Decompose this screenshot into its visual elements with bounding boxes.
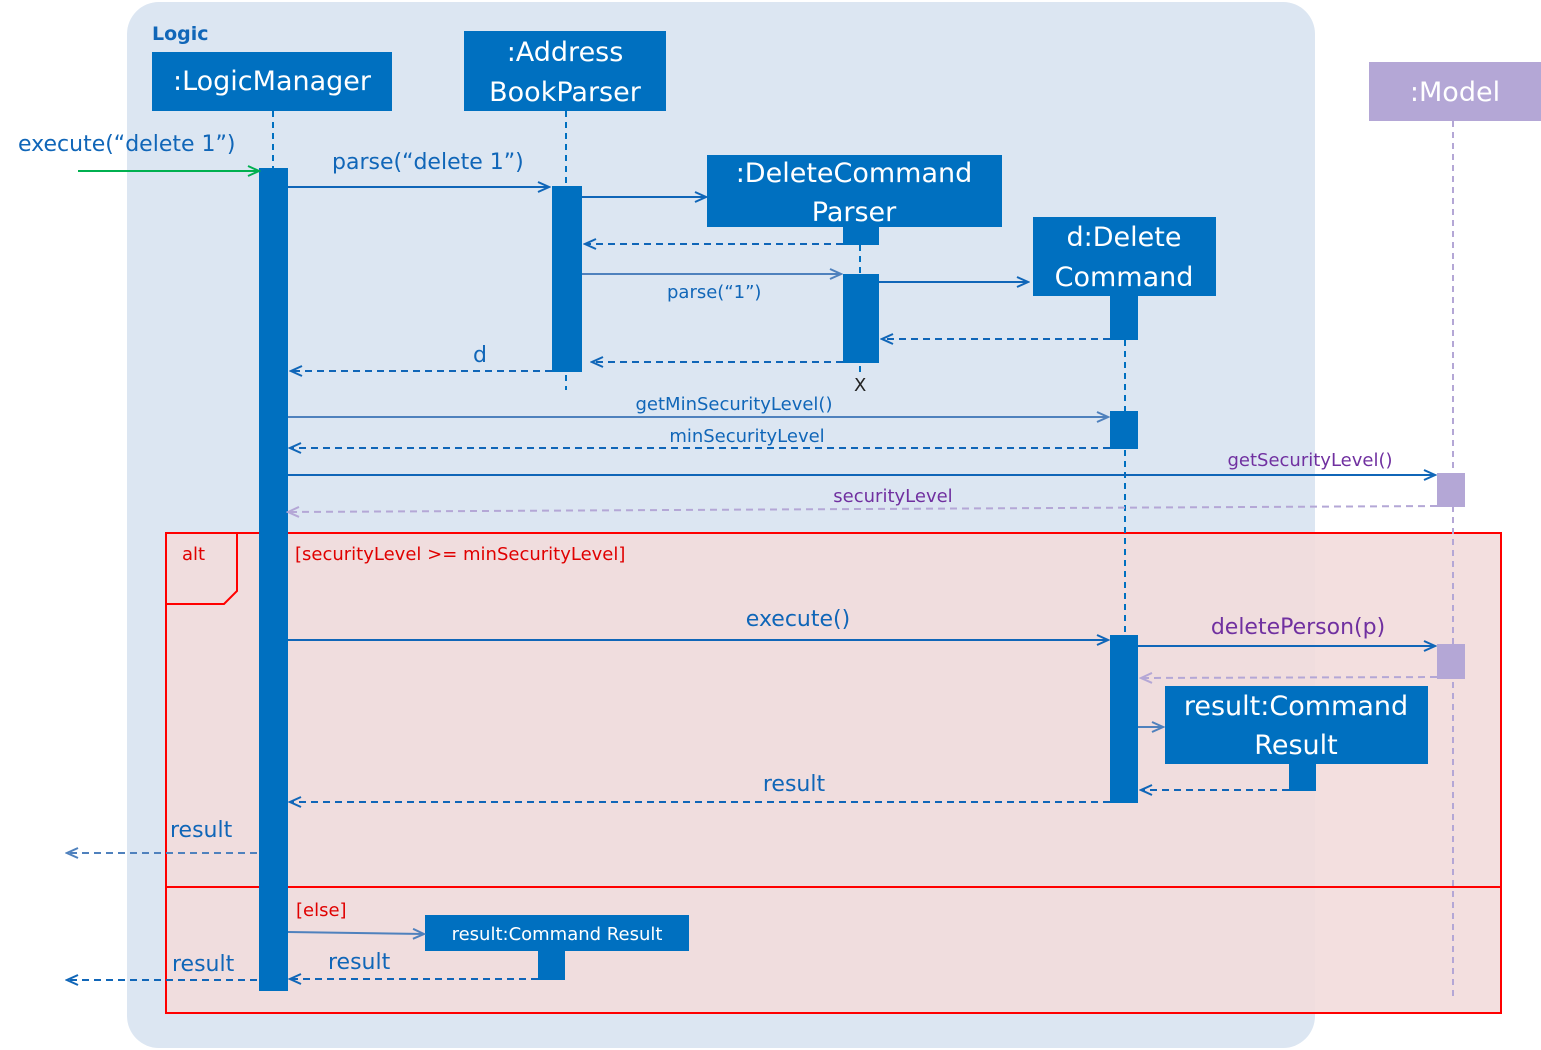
activation-deletecommand-getmin xyxy=(1110,411,1138,449)
msg-getsec-label: getSecurityLevel() xyxy=(1227,450,1392,471)
participant-deletecommand xyxy=(1033,217,1216,296)
participant-commandresult-else-label: result:Command Result xyxy=(452,924,663,945)
alt-label-tab xyxy=(166,532,238,605)
msg-parse-dcp-label: parse(“1”) xyxy=(667,282,761,303)
msg-ret-deleteperson-arrow xyxy=(1141,677,1438,678)
msg-ret-result-else-label: result xyxy=(328,950,391,975)
alt-guard: [securityLevel >= minSecurityLevel] xyxy=(295,544,625,565)
alt-label: alt xyxy=(182,544,205,565)
participant-deletecommandparser xyxy=(707,155,1002,227)
msg-execute-label: execute() xyxy=(746,607,850,632)
participant-deletecommand-tail xyxy=(1110,296,1138,340)
msg-getmin-label: getMinSecurityLevel() xyxy=(636,394,833,415)
participant-deletecommandparser-label-1: :DeleteCommand xyxy=(736,158,973,189)
msg-ret-result-cmd-label: result xyxy=(763,772,826,797)
msg-retsec-label: securityLevel xyxy=(833,486,952,507)
msg-retmin-label: minSecurityLevel xyxy=(669,426,824,447)
participant-model-label: :Model xyxy=(1410,77,1500,108)
msg-parse-ab-label: parse(“delete 1”) xyxy=(332,150,524,175)
msg-deleteperson-label: deletePerson(p) xyxy=(1211,615,1385,640)
participant-addressbookparser-label-1: :Address xyxy=(507,37,624,68)
participant-addressbookparser-label-2: BookParser xyxy=(489,77,642,108)
activation-model-getsec xyxy=(1437,473,1465,507)
msg-ret-result-else-out-label: result xyxy=(172,952,235,977)
activation-logicmanager xyxy=(259,168,288,991)
participant-model xyxy=(1369,62,1541,121)
activation-model-delete xyxy=(1437,644,1465,679)
msg-return-d-label: d xyxy=(473,343,487,368)
logic-frame-label: Logic xyxy=(152,23,209,45)
participant-commandresult-label-1: result:Command xyxy=(1184,691,1408,722)
participant-deletecommandparser-tail xyxy=(843,227,879,245)
msg-destroy-mark: X xyxy=(854,375,866,396)
participant-commandresult xyxy=(1165,686,1428,764)
activation-addressbookparser xyxy=(552,186,582,372)
participant-commandresult-label-2: Result xyxy=(1254,730,1337,761)
alt-else-guard: [else] xyxy=(296,900,347,921)
participant-addressbookparser xyxy=(464,31,666,111)
participant-deletecommand-label-2: Command xyxy=(1055,262,1194,293)
participant-commandresult-else-tail xyxy=(538,951,565,980)
participant-logicmanager xyxy=(152,52,392,111)
msg-create-result-else-arrow xyxy=(287,932,424,934)
participant-commandresult-else xyxy=(425,915,689,951)
participant-commandresult-tail xyxy=(1289,764,1316,791)
participant-deletecommand-label-1: d:Delete xyxy=(1067,222,1182,253)
msg-ret-result-out-label: result xyxy=(170,818,233,843)
participant-logicmanager-label: :LogicManager xyxy=(173,66,372,97)
activation-deletecommandparser xyxy=(843,274,879,363)
activation-deletecommand-execute xyxy=(1110,635,1138,803)
participant-deletecommandparser-label-2: Parser xyxy=(812,197,897,228)
msg-execute-in-label: execute(“delete 1”) xyxy=(18,132,236,157)
